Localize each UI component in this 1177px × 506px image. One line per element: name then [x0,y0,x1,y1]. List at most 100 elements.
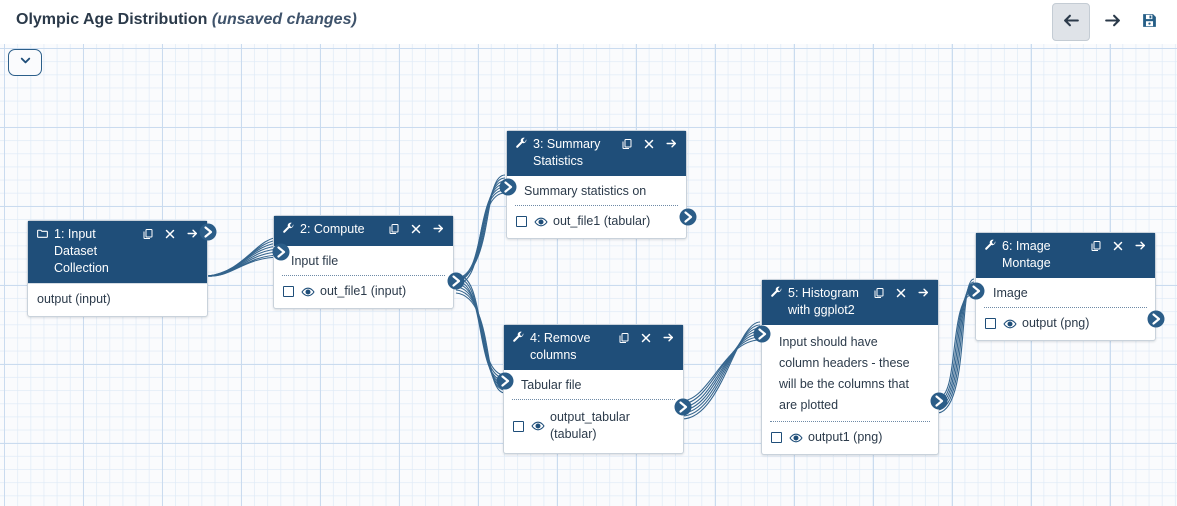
node-6-output-port[interactable] [1146,309,1166,329]
arrow-right-icon [1103,11,1122,33]
collapse-toggle-button[interactable] [8,49,42,76]
output-label: out_file1 (input) [320,284,407,298]
node-header[interactable]: 4: Remove columns [504,325,683,370]
node-4-output-port[interactable] [673,397,693,417]
input-label: Summary statistics on [524,184,647,198]
editor-header: Olympic Age Distribution (unsaved change… [0,0,1177,44]
workflow-node-6[interactable]: 6: Image Montage [975,232,1156,341]
arrow-right-icon[interactable] [186,227,199,240]
workflow-node-1[interactable]: 1: Input Dataset Collection [27,220,208,317]
eye-icon[interactable] [1003,317,1017,331]
node-output-row[interactable]: output (input) [28,283,207,316]
input-label: Input should have column headers - these… [779,335,910,412]
wrench-icon [984,239,997,257]
node-title: 5: Histogram with ggplot2 [788,286,859,317]
redo-button[interactable] [1093,3,1131,41]
node-2-output-port[interactable] [446,271,466,291]
workflow-node-3[interactable]: 3: Summary Statistics [506,130,687,239]
arrow-right-icon[interactable] [432,222,445,235]
node-5-output-port[interactable] [929,391,949,411]
node-1-output-port[interactable] [198,222,218,242]
close-icon[interactable] [895,287,907,299]
output-label: output (png) [1022,316,1090,330]
node-body: Input file out_file1 (input) [274,246,453,308]
node-title: 1: Input Dataset Collection [54,227,109,275]
node-output-row[interactable]: output (png) [976,308,1155,340]
arrow-right-icon[interactable] [662,331,675,344]
edge-2-to-3 [455,174,506,285]
eye-icon[interactable] [301,285,315,299]
wrench-icon [515,137,528,155]
close-icon[interactable] [643,138,655,150]
node-header[interactable]: 2: Compute [274,216,453,246]
arrow-right-icon[interactable] [665,137,678,150]
node-header[interactable]: 6: Image Montage [976,233,1155,278]
node-header[interactable]: 5: Histogram with ggplot2 [762,280,938,325]
wrench-icon [770,286,783,304]
workflow-node-5[interactable]: 5: Histogram with ggplot2 [761,279,939,455]
node-body: Tabular file output_tabular (tabular) [504,370,683,453]
node-input-row[interactable]: Tabular file [512,370,675,400]
node-title: 4: Remove columns [530,331,591,362]
input-label: Input file [291,254,339,268]
output-checkbox[interactable] [771,432,782,443]
duplicate-icon[interactable] [142,228,154,240]
input-label: Image [993,286,1028,300]
edge-4-to-5 [681,321,761,420]
input-label: Tabular file [521,378,582,392]
arrow-right-icon[interactable] [917,286,930,299]
undo-button[interactable] [1052,3,1090,41]
workflow-node-2[interactable]: 2: Compute [273,215,454,309]
save-button[interactable] [1130,3,1168,41]
node-body: Summary statistics on out_file1 (tabular… [507,176,686,238]
eye-icon[interactable] [789,431,803,445]
node-output-row[interactable]: output_tabular (tabular) [504,400,683,453]
eye-icon[interactable] [531,419,545,433]
output-checkbox[interactable] [516,216,527,227]
arrow-right-icon[interactable] [1134,239,1147,252]
node-header[interactable]: 3: Summary Statistics [507,131,686,176]
workflow-canvas[interactable]: 1: Input Dataset Collection [0,44,1177,506]
page-title: Olympic Age Distribution (unsaved change… [16,11,357,29]
output-label: output1 (png) [808,430,883,444]
node-header[interactable]: 1: Input Dataset Collection [28,221,207,283]
output-checkbox[interactable] [985,318,996,329]
node-output-row[interactable]: output1 (png) [762,422,938,454]
node-output-row[interactable]: out_file1 (input) [274,276,453,308]
output-label: output (input) [37,292,111,306]
wrench-icon [512,331,525,349]
output-checkbox[interactable] [513,420,524,432]
duplicate-icon[interactable] [388,223,400,235]
duplicate-icon[interactable] [1090,240,1102,252]
output-checkbox[interactable] [283,286,294,297]
node-3-output-port[interactable] [678,207,698,227]
node-input-row[interactable]: Summary statistics on [515,176,678,206]
node-6-input-port[interactable] [966,281,986,301]
close-icon[interactable] [1112,240,1124,252]
close-icon[interactable] [640,332,652,344]
duplicate-icon[interactable] [621,138,633,150]
node-input-row[interactable]: Input file [282,246,445,276]
node-5-input-port[interactable] [752,324,772,344]
duplicate-icon[interactable] [618,332,630,344]
node-2-input-port[interactable] [271,242,291,262]
workflow-node-4[interactable]: 4: Remove columns [503,324,684,454]
eye-icon[interactable] [534,215,548,229]
arrow-left-icon [1062,11,1081,33]
node-4-input-port[interactable] [495,371,515,391]
duplicate-icon[interactable] [873,287,885,299]
node-input-row[interactable]: Input should have column headers - these… [770,325,930,422]
node-input-row[interactable]: Image [984,278,1147,308]
save-icon [1141,12,1158,32]
node-output-row[interactable]: out_file1 (tabular) [507,206,686,238]
node-3-input-port[interactable] [498,177,518,197]
node-body: Input should have column headers - these… [762,325,938,454]
node-body: Image output (png) [976,278,1155,340]
close-icon[interactable] [410,223,422,235]
node-title: 3: Summary Statistics [533,137,601,168]
close-icon[interactable] [164,228,176,240]
folder-icon [36,227,49,245]
node-title: 6: Image Montage [1002,239,1051,270]
unsaved-changes-label: (unsaved changes) [211,11,357,28]
